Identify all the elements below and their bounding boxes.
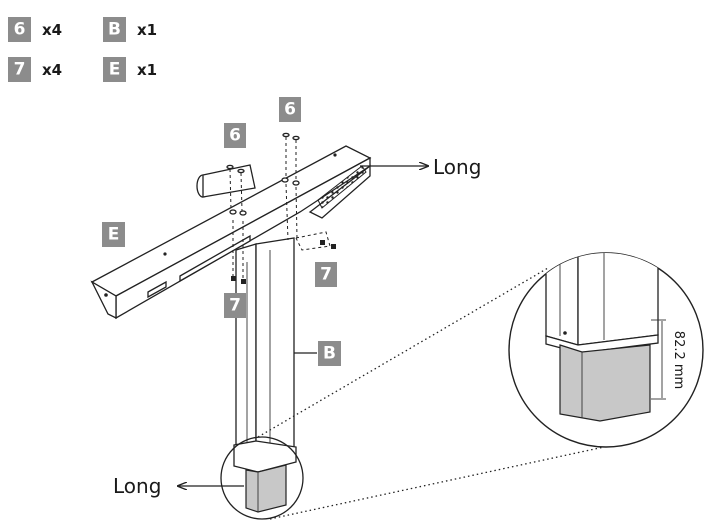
screw-left-b bbox=[237, 168, 245, 212]
svg-text:B: B bbox=[323, 344, 336, 364]
svg-text:7: 7 bbox=[320, 265, 332, 285]
zoom-connector-lines bbox=[257, 267, 605, 520]
screw-right-b bbox=[292, 135, 300, 239]
part-tag-7-label: 7 bbox=[14, 60, 26, 80]
part-7-quantity: x4 bbox=[42, 61, 62, 79]
part-e-entry: E x1 bbox=[103, 57, 157, 82]
leg-front-face bbox=[235, 243, 257, 456]
part-7-entry: 7 x4 bbox=[8, 57, 62, 82]
svg-text:E: E bbox=[108, 225, 120, 245]
zoom-outer-tube-front bbox=[545, 253, 579, 346]
screw-right-a bbox=[282, 132, 290, 241]
nut-right-a bbox=[320, 240, 325, 245]
nuts-lower bbox=[231, 220, 336, 284]
part-tag-b-label: B bbox=[108, 20, 121, 40]
part-b-quantity: x1 bbox=[137, 21, 157, 39]
zoom-source-circle bbox=[220, 436, 304, 520]
bracket-tip bbox=[90, 280, 117, 320]
callout-screw-upper-right: 6 bbox=[279, 97, 301, 122]
bracket-assembly bbox=[90, 145, 372, 320]
svg-text:7: 7 bbox=[229, 296, 241, 316]
leg-column bbox=[233, 237, 297, 513]
direction-lower: Long bbox=[113, 474, 244, 498]
direction-upper: Long bbox=[360, 155, 481, 179]
part-e-quantity: x1 bbox=[137, 61, 157, 79]
bracket-slot-short bbox=[147, 280, 167, 299]
part-tag-b bbox=[103, 17, 126, 42]
vent-grille bbox=[317, 165, 367, 209]
callout-screw-upper-left: 6 bbox=[224, 123, 246, 148]
dimension-label: 82.2 mm bbox=[671, 331, 686, 389]
part-tag-6 bbox=[8, 17, 31, 42]
direction-label-upper: Long bbox=[433, 155, 481, 179]
part-tag-e-label: E bbox=[109, 60, 121, 80]
callout-bracket-e: E bbox=[102, 222, 125, 247]
nut-left-a bbox=[231, 276, 236, 281]
part-b-entry: B x1 bbox=[103, 17, 157, 42]
screw-left-a bbox=[226, 164, 234, 211]
screws-upper bbox=[226, 132, 300, 241]
nut-left-b bbox=[241, 279, 246, 284]
parts-list: 6 x4 B x1 7 x4 E x1 bbox=[8, 17, 157, 82]
zoom-collar bbox=[545, 334, 659, 354]
part-6-quantity: x4 bbox=[42, 21, 62, 39]
direction-label-lower: Long bbox=[113, 474, 161, 498]
dimension-82-2mm: 82.2 mm bbox=[651, 319, 686, 400]
part-tag-e bbox=[103, 57, 126, 82]
zoom-inner-tube bbox=[559, 344, 651, 422]
svg-text:6: 6 bbox=[229, 126, 241, 146]
part-tag-7 bbox=[8, 57, 31, 82]
callout-leg-b: B bbox=[294, 341, 341, 366]
zoom-detail: 82.2 mm bbox=[508, 252, 704, 448]
leg-bottom-collar bbox=[233, 440, 297, 473]
leg-side-face bbox=[255, 237, 295, 456]
leg-inner-tube bbox=[245, 464, 287, 513]
part-6-entry: 6 x4 bbox=[8, 17, 62, 42]
callout-nut-lower-right: 7 bbox=[315, 262, 337, 287]
callout-nut-lower-left: 7 bbox=[224, 293, 246, 318]
motor-body bbox=[202, 164, 256, 198]
bracket-slot-long bbox=[179, 234, 251, 283]
zoom-outer-tube-side bbox=[577, 253, 659, 346]
svg-text:6: 6 bbox=[284, 100, 296, 120]
part-tag-6-label: 6 bbox=[14, 20, 26, 40]
nut-right-b bbox=[331, 244, 336, 249]
